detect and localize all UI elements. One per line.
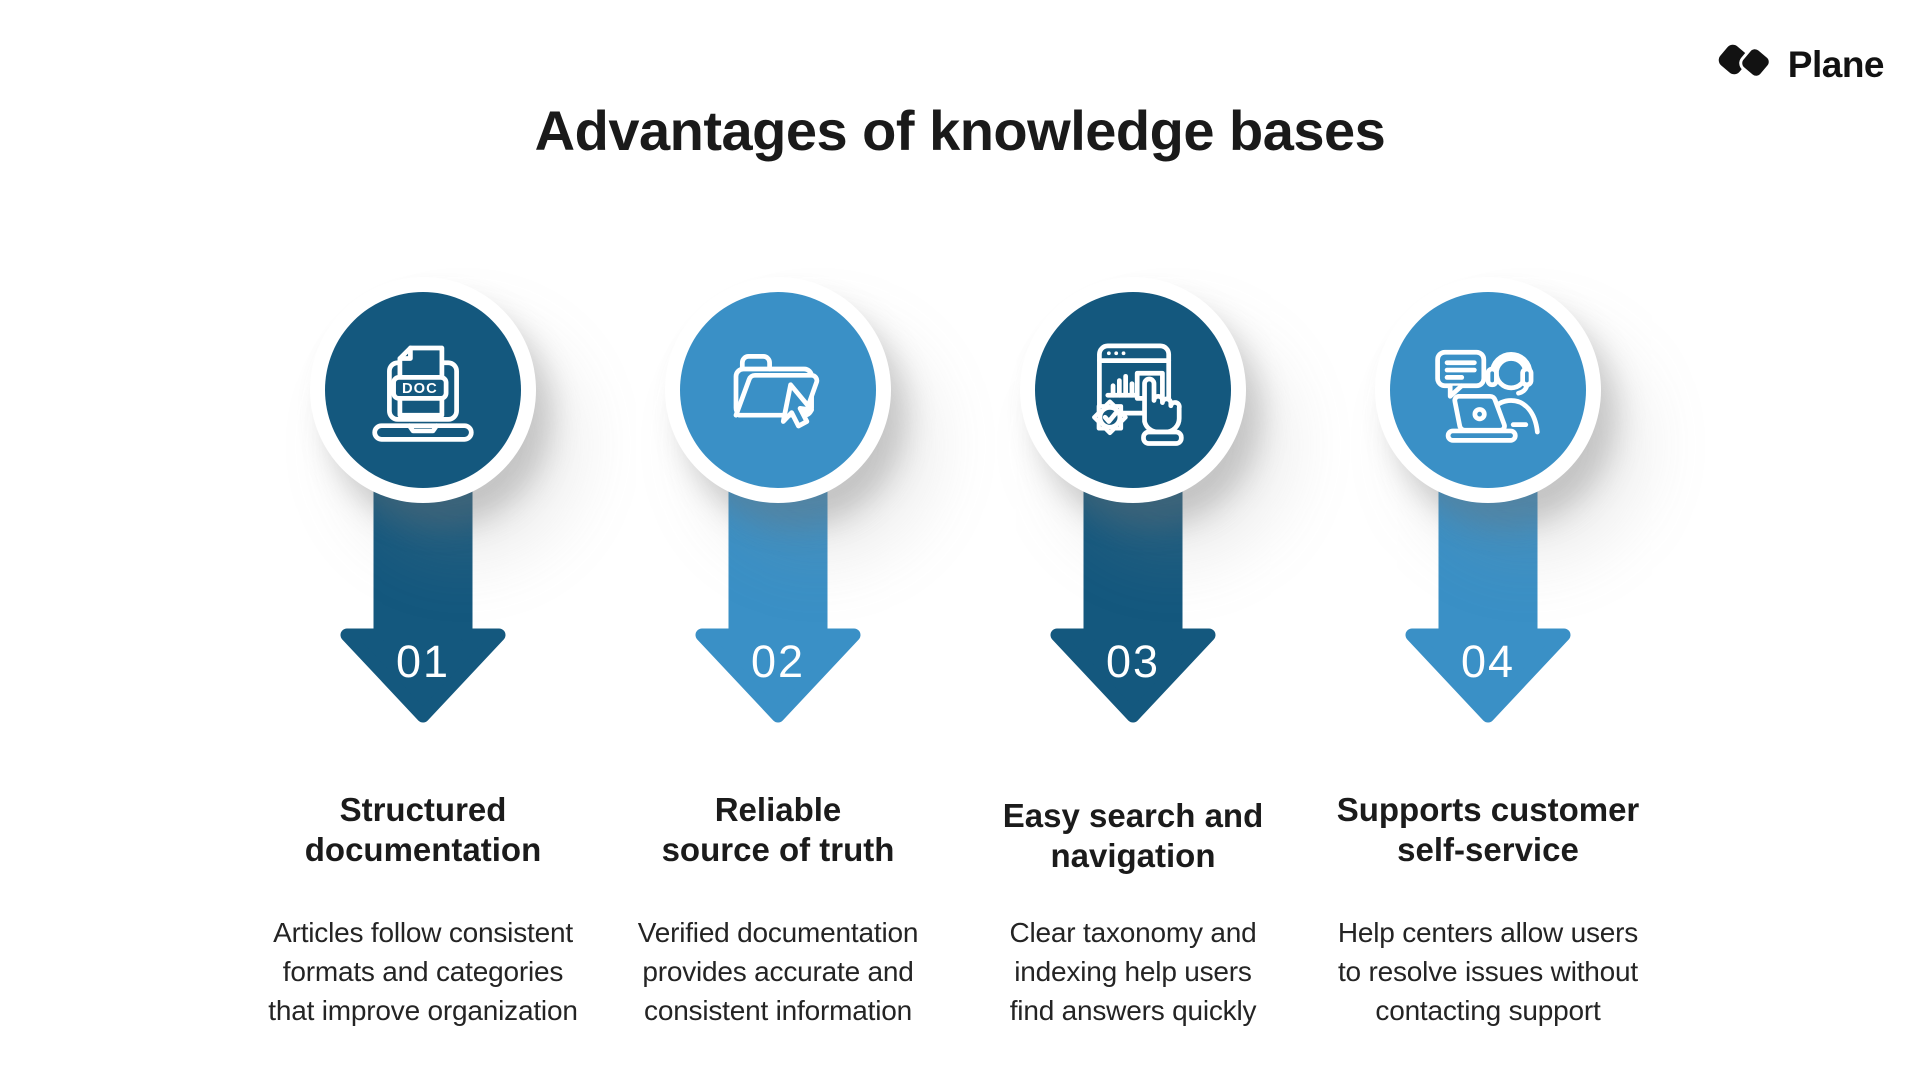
brand-logo: Plane <box>1714 40 1885 90</box>
icon-circle <box>665 277 891 503</box>
advantage-description: Clear taxonomy and indexing help users f… <box>1009 917 1257 1027</box>
icon-circle <box>1020 277 1246 503</box>
advantage-heading: Supports customer self-service <box>1336 791 1640 869</box>
brand-name: Plane <box>1787 44 1885 85</box>
doc-file-label: DOC <box>402 381 438 397</box>
advantage-heading: Reliable source of truth <box>661 791 895 869</box>
icon-circle <box>1375 277 1601 503</box>
advantage-column-easy-search: 03 <box>953 0 1313 1080</box>
step-number: 03 <box>1106 636 1160 687</box>
icon-circle-inner <box>680 292 876 488</box>
advantage-column-self-service: 04 <box>1308 0 1668 1080</box>
folder-cursor-icon <box>733 354 820 429</box>
step-number: 01 <box>396 636 450 687</box>
advantage-heading: Easy search and navigation <box>1002 797 1264 875</box>
icon-circle-inner <box>1035 292 1231 488</box>
icon-circle-inner: DOC <box>325 292 521 488</box>
page-title: Advantages of knowledge bases <box>534 99 1386 162</box>
advantage-description: Verified documentation provides accurate… <box>637 917 919 1027</box>
advantage-column-reliable-source: 02 Reliable source of truth Verified doc… <box>598 0 958 1080</box>
search-navigation-icon <box>1092 343 1184 446</box>
advantage-description: Help centers allow users to resolve issu… <box>1337 917 1639 1027</box>
advantage-column-structured-documentation: 01 DOC Structured documentation A <box>243 0 603 1080</box>
document-laptop-icon: DOC <box>372 345 474 442</box>
plane-logo-icon <box>1718 44 1772 79</box>
icon-circle: DOC <box>310 277 536 503</box>
advantage-description: Articles follow consistent formats and c… <box>268 917 578 1027</box>
customer-support-icon <box>1435 349 1540 443</box>
step-number: 04 <box>1461 636 1515 687</box>
down-arrow: 04 <box>1405 443 1571 723</box>
icon-circle-inner <box>1390 292 1586 488</box>
advantage-heading: Structured documentation <box>304 791 542 869</box>
step-number: 02 <box>751 636 805 687</box>
